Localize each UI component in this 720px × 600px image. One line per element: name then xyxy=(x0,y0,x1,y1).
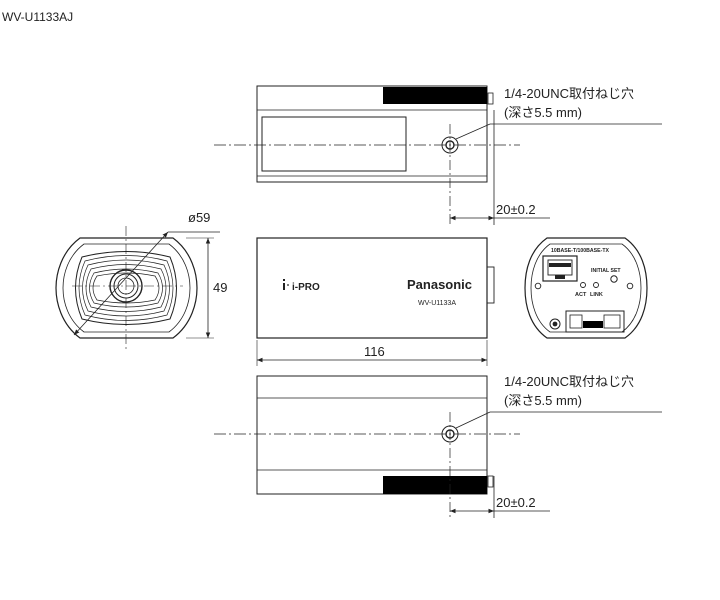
top-view-callout-line2: (深さ5.5 mm) xyxy=(504,105,582,120)
brand-logo-text: i-PRO xyxy=(292,282,320,293)
rear-view-outline xyxy=(524,237,648,339)
top-view-connector-block xyxy=(383,87,487,104)
bottom-view-body xyxy=(256,375,488,495)
front-view-diameter-label: ø59 xyxy=(188,210,210,225)
top-view: 1/4-20UNC取付ねじ穴 (深さ5.5 mm) 20±0.2 xyxy=(214,85,662,225)
front-view-height-dimension: 49 xyxy=(213,280,227,295)
rear-view: 10BASE-T/100BASE-TX INITIAL SET ACT LINK xyxy=(524,237,648,339)
side-view-length-dimension: 116 xyxy=(364,344,385,359)
bottom-view-callout-line1: 1/4-20UNC取付ねじ穴 xyxy=(504,374,634,389)
top-view-body xyxy=(256,85,488,183)
top-view-mount-hole xyxy=(441,136,459,154)
act-label: ACT xyxy=(575,292,587,298)
bottom-view-connector-block xyxy=(383,476,487,494)
rear-mount-hole-icon xyxy=(549,318,561,330)
bottom-view-offset-dimension: 20±0.2 xyxy=(496,495,536,510)
bottom-view-callout-line2: (深さ5.5 mm) xyxy=(504,393,582,408)
top-view-label-window xyxy=(261,116,407,172)
link-led-icon xyxy=(593,282,599,288)
initial-set-button[interactable] xyxy=(610,275,618,283)
side-view: i-PRO Panasonic WV-U1133A 116 xyxy=(256,237,495,366)
top-view-offset-dimension: 20±0.2 xyxy=(496,202,536,217)
front-view-outline xyxy=(55,237,198,339)
bottom-view: 1/4-20UNC取付ねじ穴 (深さ5.5 mm) 20±0.2 xyxy=(214,374,662,518)
i-pro-logo-icon: i-PRO xyxy=(283,279,320,293)
act-led-icon xyxy=(580,282,586,288)
front-view: ø59 49 xyxy=(55,210,227,350)
model-marking: WV-U1133A xyxy=(418,300,456,307)
rear-port-label: 10BASE-T/100BASE-TX xyxy=(551,248,609,254)
bottom-view-mount-hole xyxy=(441,425,459,443)
top-view-callout-line1: 1/4-20UNC取付ねじ穴 xyxy=(504,86,634,101)
ethernet-port-icon xyxy=(542,255,578,282)
front-view-diameter-line xyxy=(73,231,169,336)
link-label: LINK xyxy=(590,292,603,298)
document-title: WV-U1133AJ xyxy=(2,10,73,24)
rear-screw-right-icon xyxy=(626,282,634,290)
rear-bottom-bracket xyxy=(565,310,625,333)
rear-screw-left-icon xyxy=(534,282,542,290)
side-view-rear-tab xyxy=(486,266,495,304)
panasonic-logo: Panasonic xyxy=(407,277,472,292)
initial-set-label: INITIAL SET xyxy=(591,268,621,274)
